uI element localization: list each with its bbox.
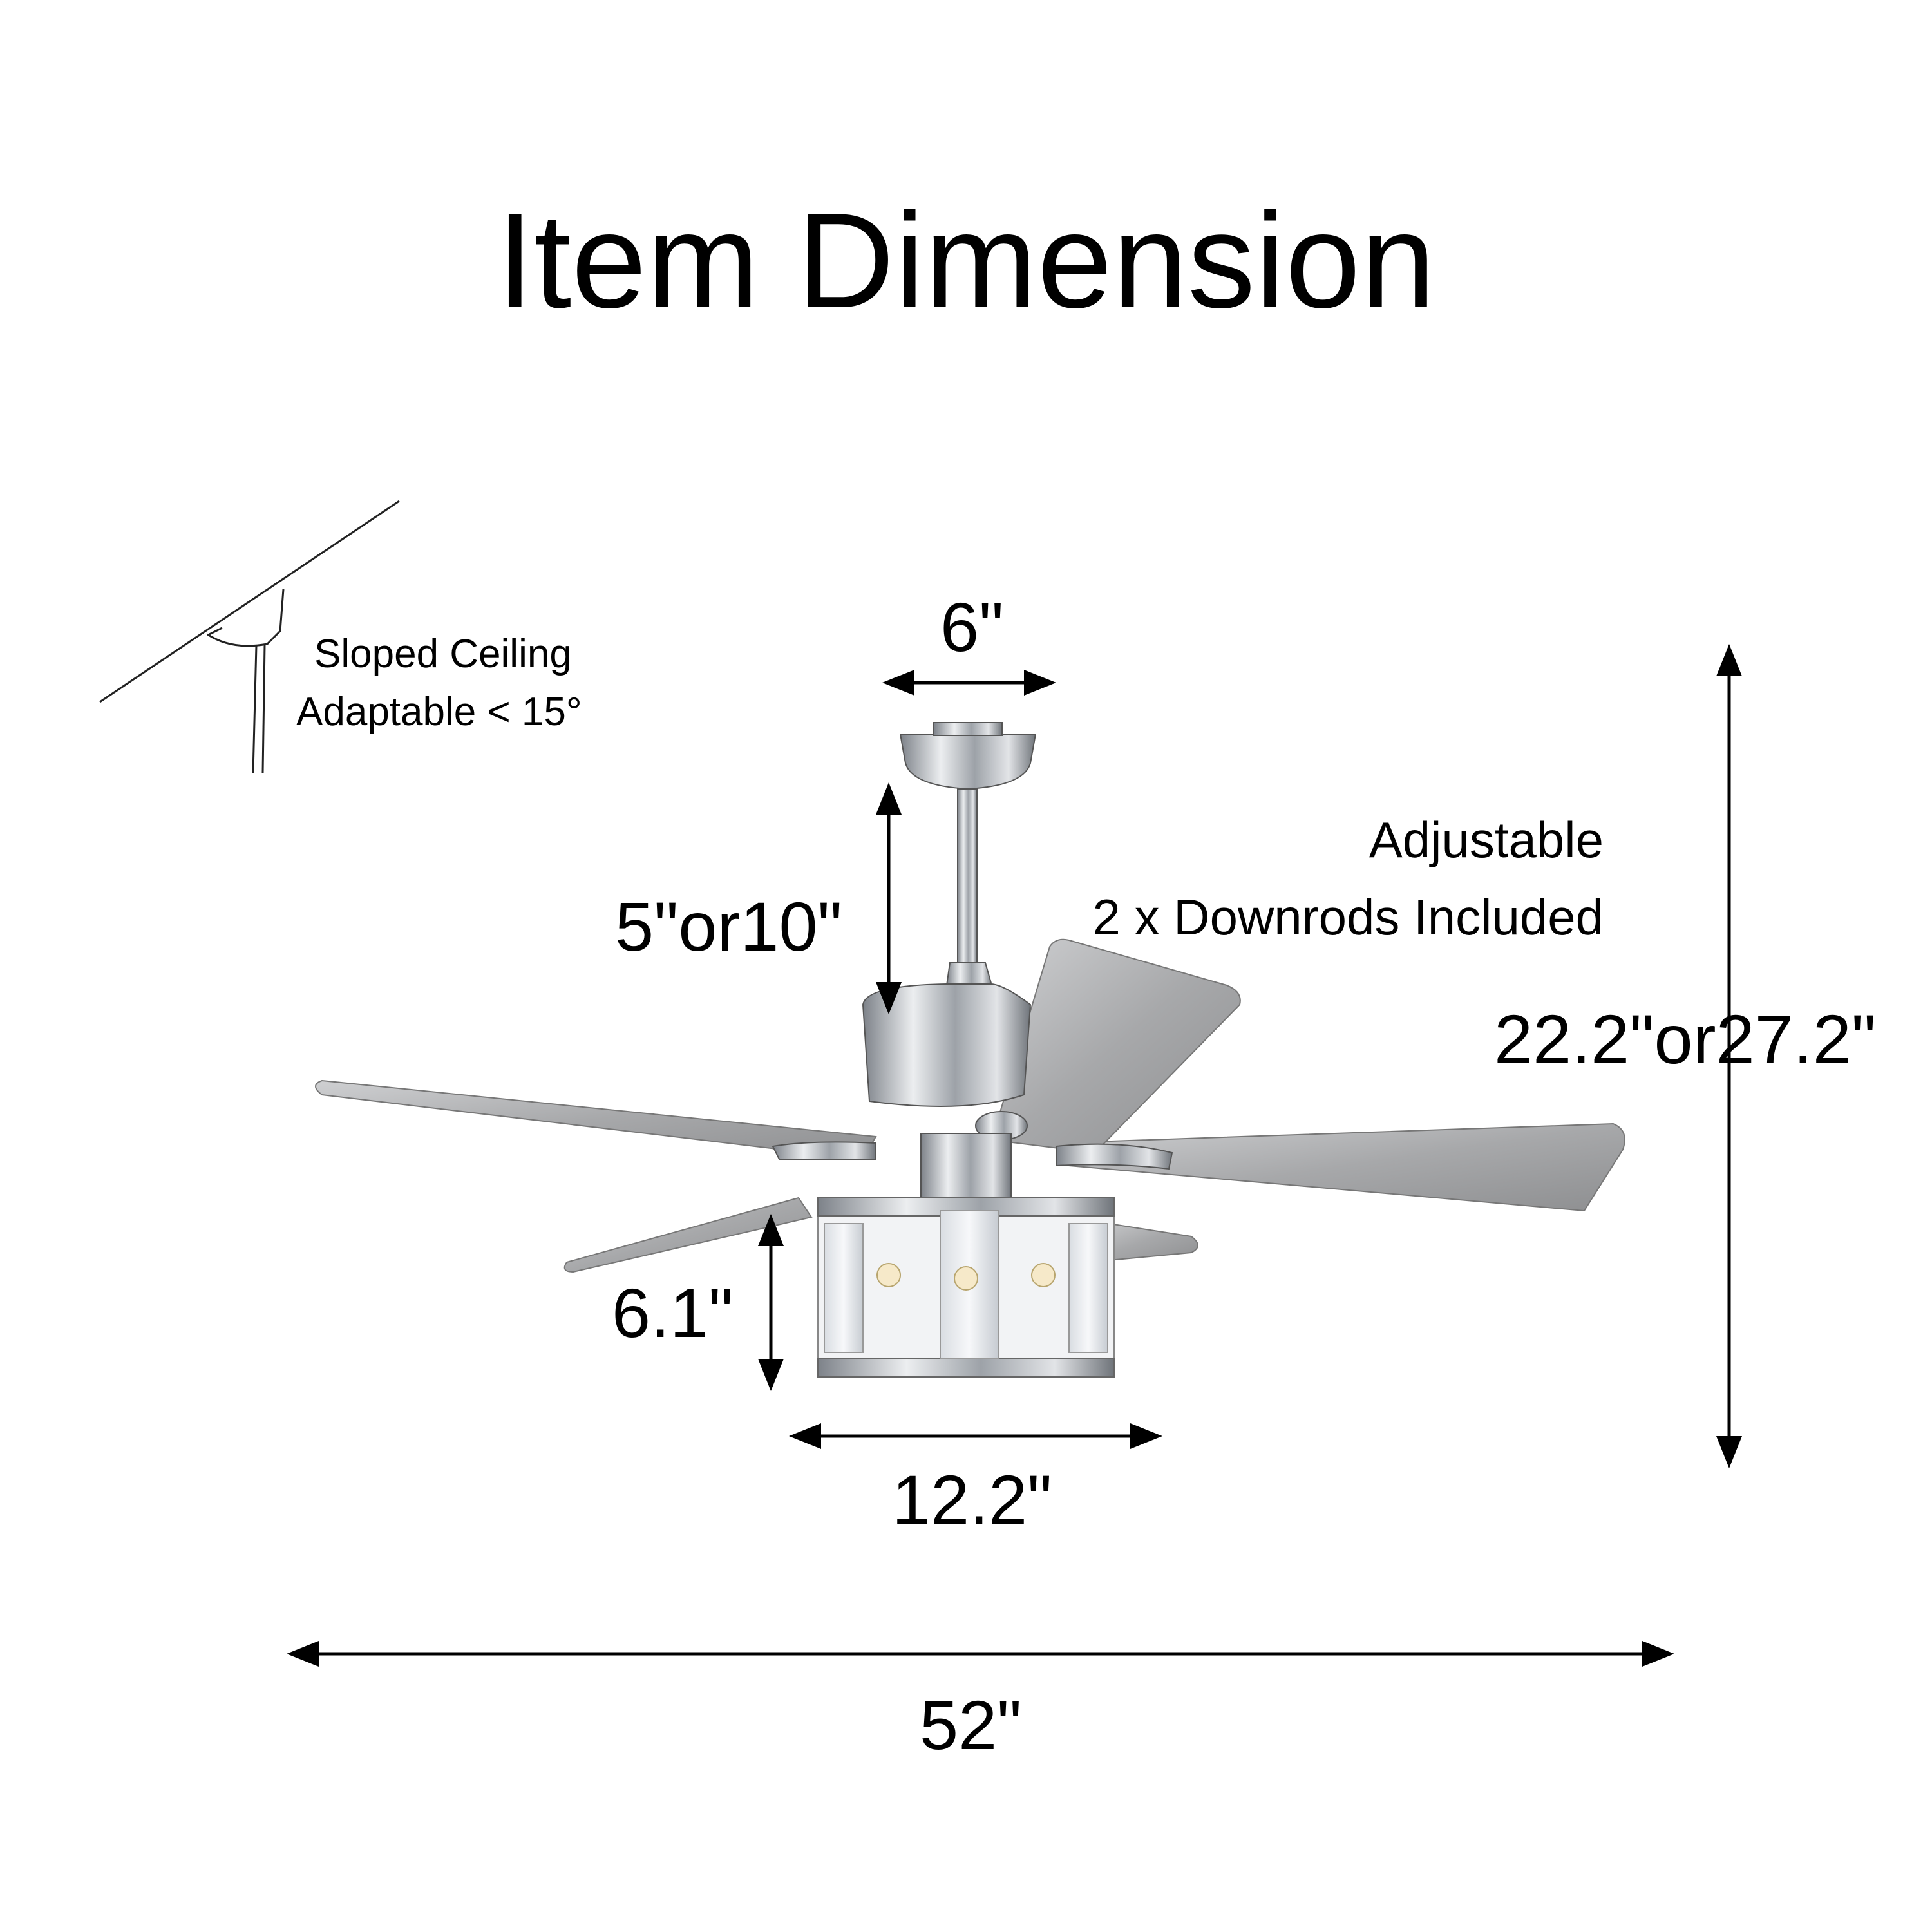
adjustable-label: Adjustable — [1368, 811, 1604, 868]
downrod-length-label: 5"or10" — [615, 887, 842, 965]
canopy-width-label: 6" — [940, 588, 1004, 666]
arrow-light-kit-width — [789, 1423, 1162, 1449]
light-kit-width-label: 12.2" — [892, 1461, 1052, 1539]
light-kit-height-label: 6.1" — [612, 1274, 734, 1352]
downrods-included-label: 2 x Downrods Included — [1092, 889, 1604, 945]
blade-span-label: 52" — [920, 1686, 1022, 1764]
fan-blade — [315, 1079, 877, 1160]
downrod — [957, 788, 978, 963]
motor-housing — [945, 962, 993, 986]
arrow-downrod-length — [876, 782, 902, 1014]
fan-blade — [1055, 1122, 1625, 1212]
fan-blade — [1088, 1219, 1198, 1264]
canopy — [899, 734, 1037, 790]
dimension-arrows — [287, 644, 1742, 1667]
arrow-light-kit-height — [758, 1214, 784, 1391]
ceiling-fan-illustration — [315, 722, 1625, 1378]
arrow-blade-span — [287, 1641, 1674, 1667]
light-kit — [817, 1197, 1115, 1378]
fan-blade — [990, 938, 1241, 1154]
sloped-ceiling-icon — [99, 500, 400, 773]
sloped-ceiling-label: Sloped Ceiling — [314, 632, 572, 676]
total-height-label: 22.2"or27.2" — [1494, 1000, 1877, 1078]
arrow-total-height — [1716, 644, 1742, 1468]
fan-blade — [564, 1197, 813, 1273]
page-title: Item Dimension — [496, 185, 1436, 336]
sloped-ceiling-angle-label: Adaptable < 15° — [296, 690, 582, 734]
arrow-canopy-width — [882, 670, 1056, 696]
